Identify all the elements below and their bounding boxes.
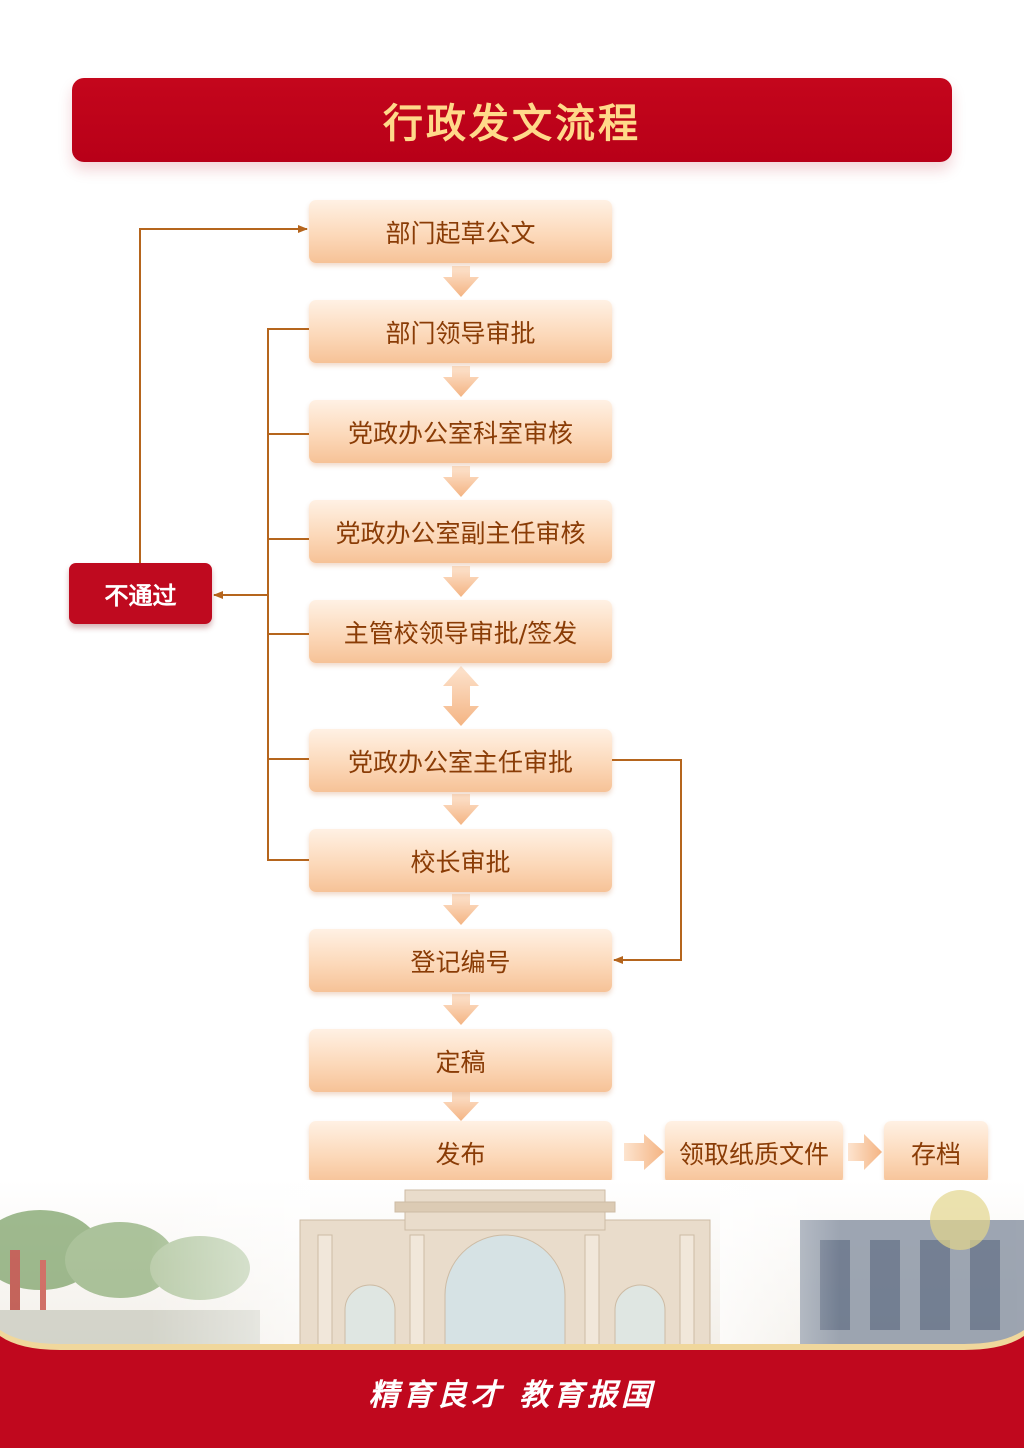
right-arrow-1 (624, 1134, 664, 1170)
campus-gate-image (0, 1180, 1024, 1350)
step-publish: 发布 (309, 1121, 612, 1184)
double-arrow (443, 666, 479, 726)
reject-box: 不通过 (69, 563, 212, 624)
step-draft-document: 部门起草公文 (309, 200, 612, 263)
step-finalize: 定稿 (309, 1029, 612, 1092)
footer-slogan: 精育良才 教育报国 (368, 1378, 656, 1413)
step-office-deputy-review: 党政办公室副主任审核 (309, 500, 612, 563)
down-arrow-4 (443, 566, 479, 597)
step-collect-paper-file: 领取纸质文件 (665, 1121, 843, 1184)
reject-collector-line (267, 328, 309, 861)
step-president-approval: 校长审批 (309, 829, 612, 892)
down-arrow-3 (443, 466, 479, 497)
step-archive: 存档 (884, 1121, 988, 1184)
step-office-director-approval: 党政办公室主任审批 (309, 729, 612, 792)
page-title: 行政发文流程 (383, 101, 641, 147)
step-office-section-review: 党政办公室科室审核 (309, 400, 612, 463)
down-arrow-1 (443, 266, 479, 297)
step-register-number: 登记编号 (309, 929, 612, 992)
return-to-draft-line (139, 225, 308, 563)
right-arrow-2 (848, 1134, 882, 1170)
gate (299, 1189, 711, 1350)
down-arrow-7 (443, 894, 479, 925)
skip-to-register-line (612, 759, 682, 964)
down-arrow-6 (443, 794, 479, 825)
footer-band (0, 1330, 1024, 1448)
down-arrow-9 (443, 1092, 479, 1121)
step-leader-approval-sign: 主管校领导审批/签发 (309, 600, 612, 663)
down-arrow-2 (443, 366, 479, 397)
down-arrow-8 (443, 994, 479, 1025)
title-banner: 行政发文流程 (72, 78, 952, 162)
step-dept-leader-approval: 部门领导审批 (309, 300, 612, 363)
